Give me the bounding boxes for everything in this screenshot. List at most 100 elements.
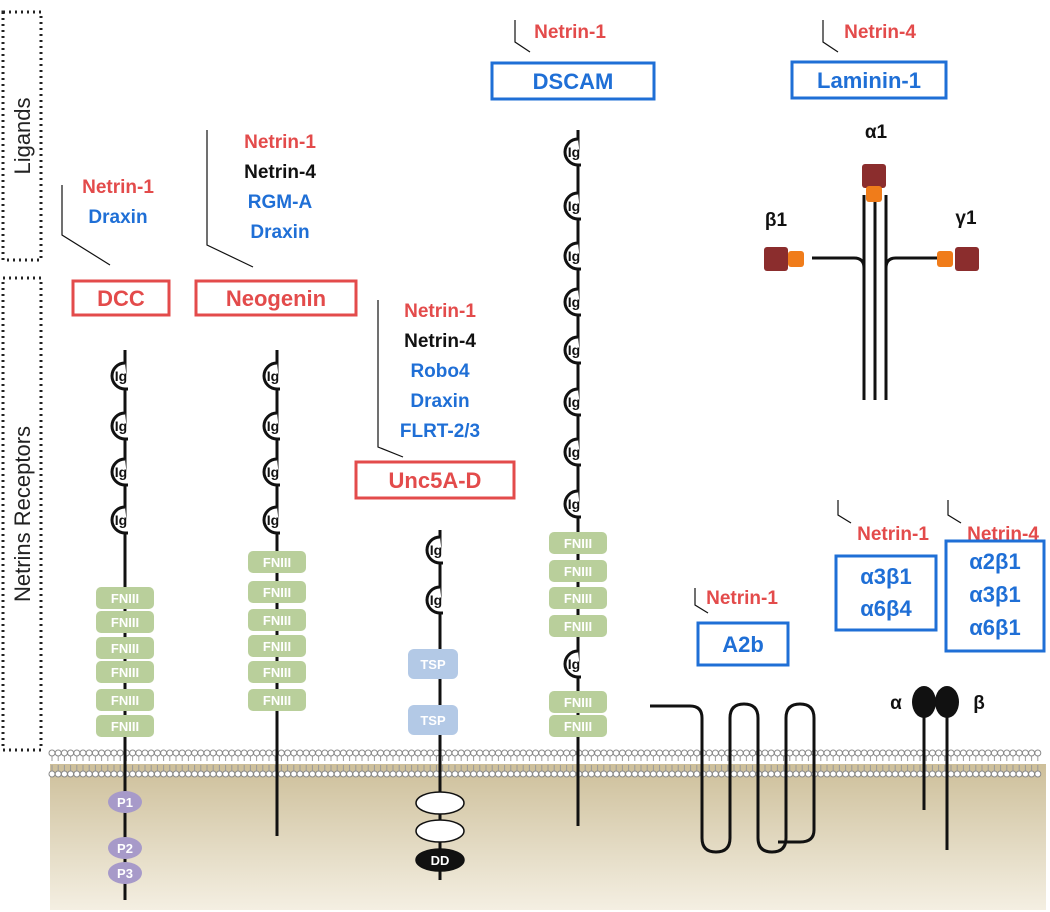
lipid-head	[668, 749, 676, 757]
unc5-name: Unc5A-D	[389, 468, 482, 493]
lipid-head	[470, 770, 478, 778]
lipid-head	[910, 770, 918, 778]
lipid-head	[476, 770, 484, 778]
lipid-head	[860, 770, 868, 778]
lipid-head	[519, 770, 527, 778]
lipid-head	[749, 770, 757, 778]
lipid-head	[581, 770, 589, 778]
dd-domain	[415, 848, 465, 872]
lipid-head	[556, 770, 564, 778]
lipid-head	[730, 770, 738, 778]
lipid-head	[1021, 749, 1029, 757]
ligand-label: Netrin-1	[534, 22, 606, 43]
lipid-head	[600, 770, 608, 778]
laminin-gamma-globule	[955, 247, 979, 271]
fn3-label: FNIII	[263, 555, 291, 570]
ig-domain	[563, 241, 581, 271]
ligand-label: Netrin-1	[706, 588, 778, 609]
lipid-head	[184, 770, 192, 778]
lipid-head	[290, 770, 298, 778]
upa-domain	[415, 819, 465, 843]
laminin-alpha1-label: α1	[865, 122, 888, 143]
lipid-head	[85, 770, 93, 778]
fn3-label: FNIII	[263, 613, 291, 628]
lipid-head	[804, 770, 812, 778]
lipid-head	[978, 770, 986, 778]
ligand-label: Draxin	[410, 391, 469, 412]
lipid-head	[693, 770, 701, 778]
lipid-head	[767, 770, 775, 778]
lipid-head	[408, 770, 416, 778]
lipid-head	[928, 770, 936, 778]
lipid-head	[377, 749, 385, 757]
fn3-domain	[96, 689, 154, 711]
integrin-netrin4-box: α2β1 α3β1 α6β1	[944, 539, 1046, 653]
laminin-alpha-node	[866, 186, 882, 202]
fn3-label: FNIII	[564, 536, 592, 551]
lipid-head	[104, 770, 112, 778]
fn3-domain	[549, 691, 607, 713]
lipid-head	[228, 749, 236, 757]
lipid-head	[711, 749, 719, 757]
lipid-head	[488, 770, 496, 778]
ligand-label: Draxin	[88, 207, 147, 228]
lipid-head	[990, 749, 998, 757]
lipid-head	[321, 749, 329, 757]
tsp-domain	[408, 649, 458, 679]
fn3-domain	[96, 637, 154, 659]
lipid-head	[563, 770, 571, 778]
lipid-head	[482, 749, 490, 757]
lipid-head	[253, 770, 261, 778]
ig-domain	[110, 411, 128, 441]
lipid-head	[79, 770, 87, 778]
lipid-head	[308, 749, 316, 757]
lipid-head	[680, 770, 688, 778]
lipid-head	[693, 749, 701, 757]
dd-label: DD	[431, 853, 450, 868]
zu5-label: ZU5	[428, 796, 453, 811]
lipid-head	[339, 749, 347, 757]
lipid-head	[215, 749, 223, 757]
fn3-label: FNIII	[564, 695, 592, 710]
a2b-name: A2b	[722, 632, 764, 657]
lipid-head	[501, 749, 509, 757]
receptors-label: Netrins Receptors	[10, 426, 35, 602]
lipid-head	[445, 770, 453, 778]
lipid-head	[73, 749, 81, 757]
ig-domain	[262, 411, 280, 441]
dcc-box: DCC	[71, 279, 171, 317]
lipid-head	[389, 770, 397, 778]
ig-label: Ig	[568, 198, 580, 214]
dscam-name: DSCAM	[533, 69, 614, 94]
lipid-head	[463, 770, 471, 778]
ig-domain	[563, 191, 581, 221]
lipid-head	[792, 770, 800, 778]
lipid-head	[54, 749, 62, 757]
lipid-head	[370, 770, 378, 778]
lipid-head	[60, 770, 68, 778]
lipid-head	[222, 770, 230, 778]
lipid-head	[153, 770, 161, 778]
lipid-head	[116, 749, 124, 757]
ig-domain	[563, 387, 581, 417]
lipid-head	[414, 749, 422, 757]
laminin-beta1-label: β1	[765, 210, 788, 231]
lipid-head	[197, 770, 205, 778]
laminin-beta-globule	[764, 247, 788, 271]
ig-label: Ig	[568, 342, 580, 358]
ig-label: Ig	[115, 464, 127, 480]
fn3-label: FNIII	[111, 665, 139, 680]
lipid-head	[817, 770, 825, 778]
lipid-head	[928, 749, 936, 757]
lipid-head	[488, 749, 496, 757]
lipid-head	[897, 749, 905, 757]
lipid-head	[848, 770, 856, 778]
lipid-head	[643, 749, 651, 757]
fn3-label: FNIII	[263, 665, 291, 680]
lipid-head	[742, 770, 750, 778]
lipid-head	[451, 770, 459, 778]
lipid-head	[166, 770, 174, 778]
tsp-domain	[408, 705, 458, 735]
lipid-head	[525, 770, 533, 778]
ig-domain	[110, 505, 128, 535]
